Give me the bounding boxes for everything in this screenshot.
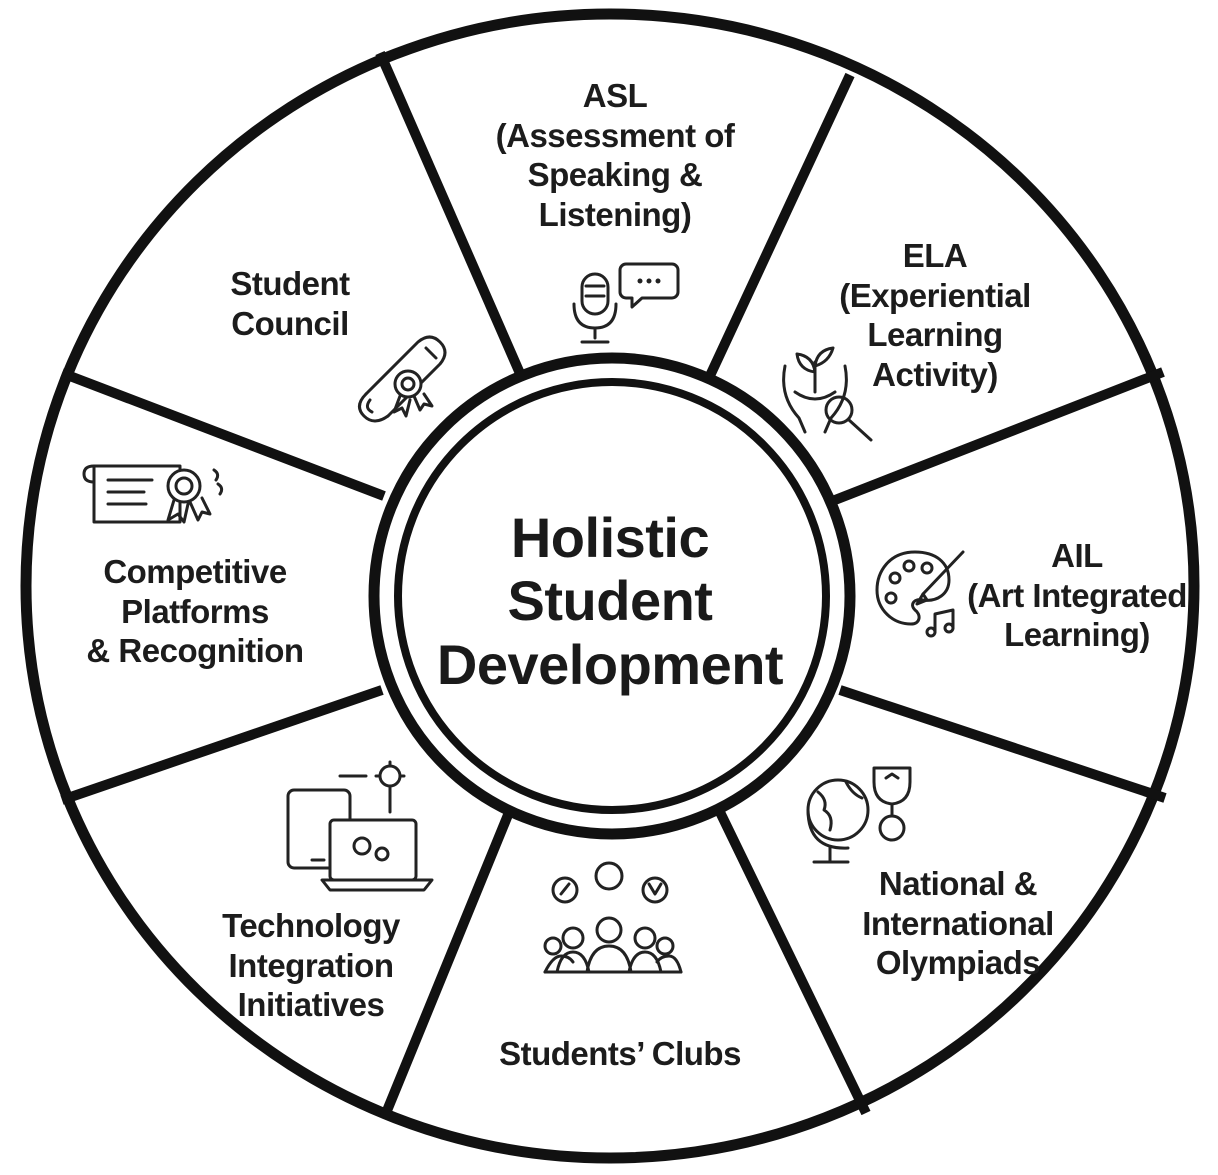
olympiads-line-1: National & [878,865,1038,902]
competitive-line-3: & Recognition [86,632,304,670]
technology-line-1: Technology [222,907,400,944]
ela-line-4: Activity) [872,355,998,393]
microphone-chat-icon [572,262,680,344]
plant-hands-magnifier-icon [782,346,873,442]
palette-music-icon [875,550,965,638]
olympiads-line-3: Olympiads [875,944,1041,982]
student-group-icon [543,861,683,974]
segment-competitive-label: Competitive Platforms & Recognition [70,552,320,671]
ail-line-3: Learning) [1004,616,1150,654]
asl-line-4: Listening) [538,195,692,233]
council-line-1: Student [230,265,350,302]
certificate-badge-icon [82,464,224,524]
ela-line-1: ELA [902,237,968,274]
segment-technology-label: Technology Integration Initiatives [196,906,426,1025]
ail-line-1: AIL [1051,537,1103,574]
divider-1 [375,50,527,381]
asl-line-2: (Assessment of [495,116,735,154]
competitive-line-1: Competitive [103,553,287,590]
globe-trophy-icon [806,766,912,864]
ail-line-2: (Art Integrated [967,576,1187,614]
segment-ela-label: ELA (Experiential Learning Activity) [820,236,1050,394]
hub-inner-ring [394,378,830,814]
divider-4 [838,685,1167,803]
technology-line-3: Initiatives [237,986,385,1024]
devices-gear-icon [286,760,434,892]
segment-clubs-label: Students’ Clubs [470,1034,770,1074]
clubs-line-1: Students’ Clubs [499,1035,741,1072]
divider-3 [833,367,1165,505]
center-title: Holistic Student Development [430,506,790,696]
ela-line-3: Learning [867,316,1003,354]
asl-line-1: ASL [582,77,648,114]
divider-6 [379,808,515,1120]
competitive-line-2: Platforms [121,592,269,630]
diploma-scroll-icon [358,335,447,423]
divider-8 [60,368,386,501]
center-title-line-2: Student [507,569,713,633]
council-line-2: Council [231,304,349,342]
segment-asl-label: ASL (Assessment of Speaking & Listening) [470,76,760,234]
segment-dividers [60,50,1167,1120]
ela-line-2: (Experiential [839,276,1031,314]
segment-olympiads-label: National & International Olympiads [838,864,1078,983]
divider-7 [60,685,384,805]
segment-ail-label: AIL (Art Integrated Learning) [962,536,1192,655]
divider-5 [713,805,871,1116]
center-title-line-3: Development [436,632,784,696]
olympiads-line-2: International [862,904,1054,942]
asl-line-3: Speaking & [527,156,703,194]
divider-2 [703,72,855,383]
center-title-line-1: Holistic [510,506,710,569]
technology-line-2: Integration [228,946,395,984]
segment-council-label: Student Council [200,264,380,343]
